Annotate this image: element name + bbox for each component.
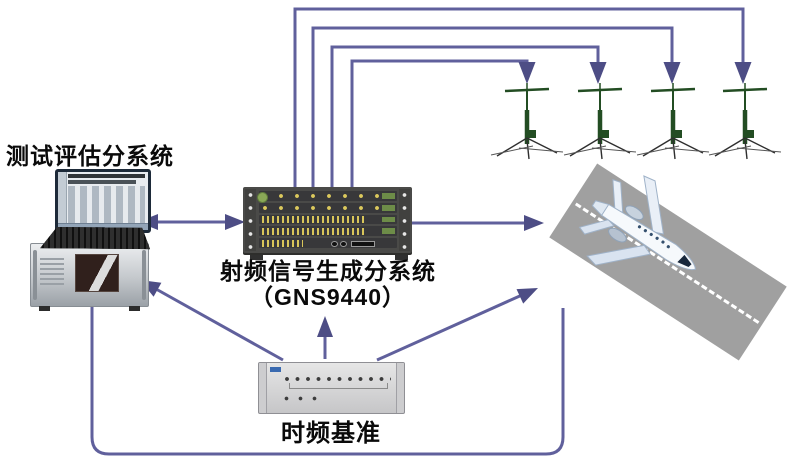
module-row — [259, 226, 397, 237]
rack-right-rail — [399, 189, 410, 251]
label-time-freq-reference: 时频基准 — [281, 420, 381, 447]
rf-signal-generator-rack — [243, 187, 412, 253]
label-rf-line2: （GNS9440） — [249, 284, 406, 310]
tripod-antenna-icon — [490, 83, 564, 160]
rack-module-rows — [259, 191, 397, 248]
rack-foot — [250, 255, 263, 260]
monitor — [55, 169, 151, 233]
module-row — [259, 191, 397, 201]
brand-label — [270, 367, 281, 372]
channel-bracket — [289, 383, 388, 389]
module-row — [259, 214, 397, 225]
rack-ear — [396, 363, 404, 413]
chassis-handle — [142, 250, 146, 300]
vent-grille — [40, 257, 64, 285]
computer-chassis — [30, 243, 149, 311]
label-rf-signal-subsystem: 射频信号生成分系统 （GNS9440） — [203, 258, 453, 310]
chassis-handle — [33, 250, 37, 300]
rack-ear — [259, 363, 267, 413]
tripod-antenna-icon — [708, 83, 782, 160]
keyboard — [40, 227, 150, 250]
rack-foot — [395, 255, 408, 260]
rack-left-rail — [245, 189, 256, 251]
front-panel — [75, 254, 119, 292]
label-test-eval-subsystem: 测试评估分系统 — [6, 143, 174, 169]
status-leds — [284, 396, 324, 401]
monitor-screen — [58, 172, 148, 230]
aircraft-icon — [578, 175, 697, 271]
power-led — [257, 192, 268, 203]
chassis-foot — [129, 306, 140, 311]
tripod-antenna-icon — [636, 83, 710, 160]
module-row — [259, 238, 397, 248]
module-row — [259, 202, 397, 213]
label-rf-line1: 射频信号生成分系统 — [220, 258, 436, 284]
led-row — [284, 376, 391, 382]
time-freq-reference-unit — [258, 362, 405, 414]
chassis-foot — [39, 306, 50, 311]
tripod-antenna-icon — [563, 83, 637, 160]
